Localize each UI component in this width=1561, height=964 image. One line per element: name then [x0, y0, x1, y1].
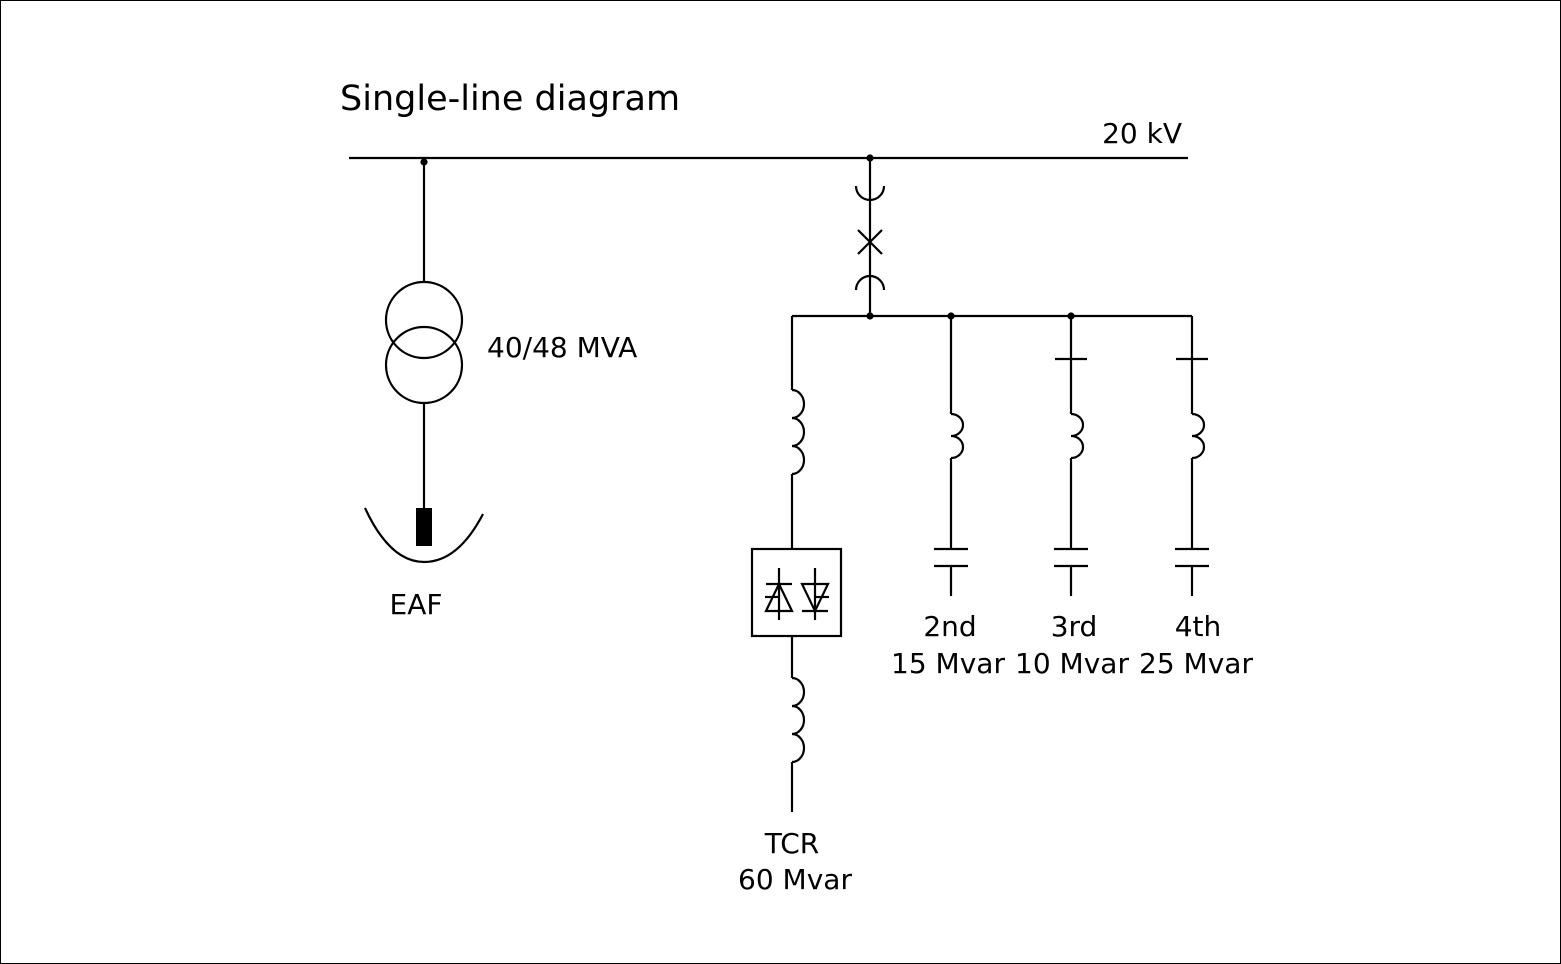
furnace-electrode	[416, 508, 432, 546]
thyristor-valve-box	[750, 547, 843, 638]
svc-feeder-switchgear	[854, 154, 886, 316]
filter-4th-branch	[1175, 316, 1209, 596]
transformer-primary-winding	[384, 280, 464, 360]
svc-sub-bus	[792, 312, 1192, 320]
tcr-name-label: TCR	[764, 827, 819, 860]
filter-2nd-rating-label: 15 Mvar	[891, 647, 1005, 680]
filter-2nd-branch	[934, 316, 968, 596]
filter-3rd-order-label: 3rd	[1051, 610, 1098, 643]
eaf-label: EAF	[390, 588, 443, 621]
transformer-secondary-winding	[384, 325, 464, 405]
filter-reactor	[1191, 412, 1206, 460]
filter-3rd-rating-label: 10 Mvar	[1015, 647, 1129, 680]
tcr-lower-reactor	[791, 676, 806, 764]
tcr-branch	[750, 316, 843, 812]
transformer-feeder	[384, 158, 464, 508]
breaker-cross-b	[857, 229, 883, 255]
filter-2nd-order-label: 2nd	[923, 610, 976, 643]
tcr-upper-reactor	[791, 388, 806, 476]
filter-reactor	[1070, 412, 1085, 460]
sub-bus-junction-dot	[866, 312, 874, 320]
filter-reactor	[950, 412, 965, 460]
furnace-vessel	[364, 507, 484, 564]
transformer-rating-label: 40/48 MVA	[487, 331, 637, 364]
bus-voltage-label: 20 kV	[1102, 117, 1182, 150]
filter-4th-rating-label: 25 Mvar	[1139, 647, 1253, 680]
upper-disconnect-contact	[854, 185, 886, 202]
eaf-furnace-symbol	[364, 507, 484, 564]
filter-3rd-branch	[1054, 316, 1088, 596]
lower-disconnect-contact	[854, 274, 886, 291]
tcr-rating-label: 60 Mvar	[738, 863, 852, 896]
thyristor-pair-icon	[764, 568, 830, 620]
diagram-title: Single-line diagram	[340, 79, 680, 119]
filter-4th-order-label: 4th	[1175, 610, 1222, 643]
